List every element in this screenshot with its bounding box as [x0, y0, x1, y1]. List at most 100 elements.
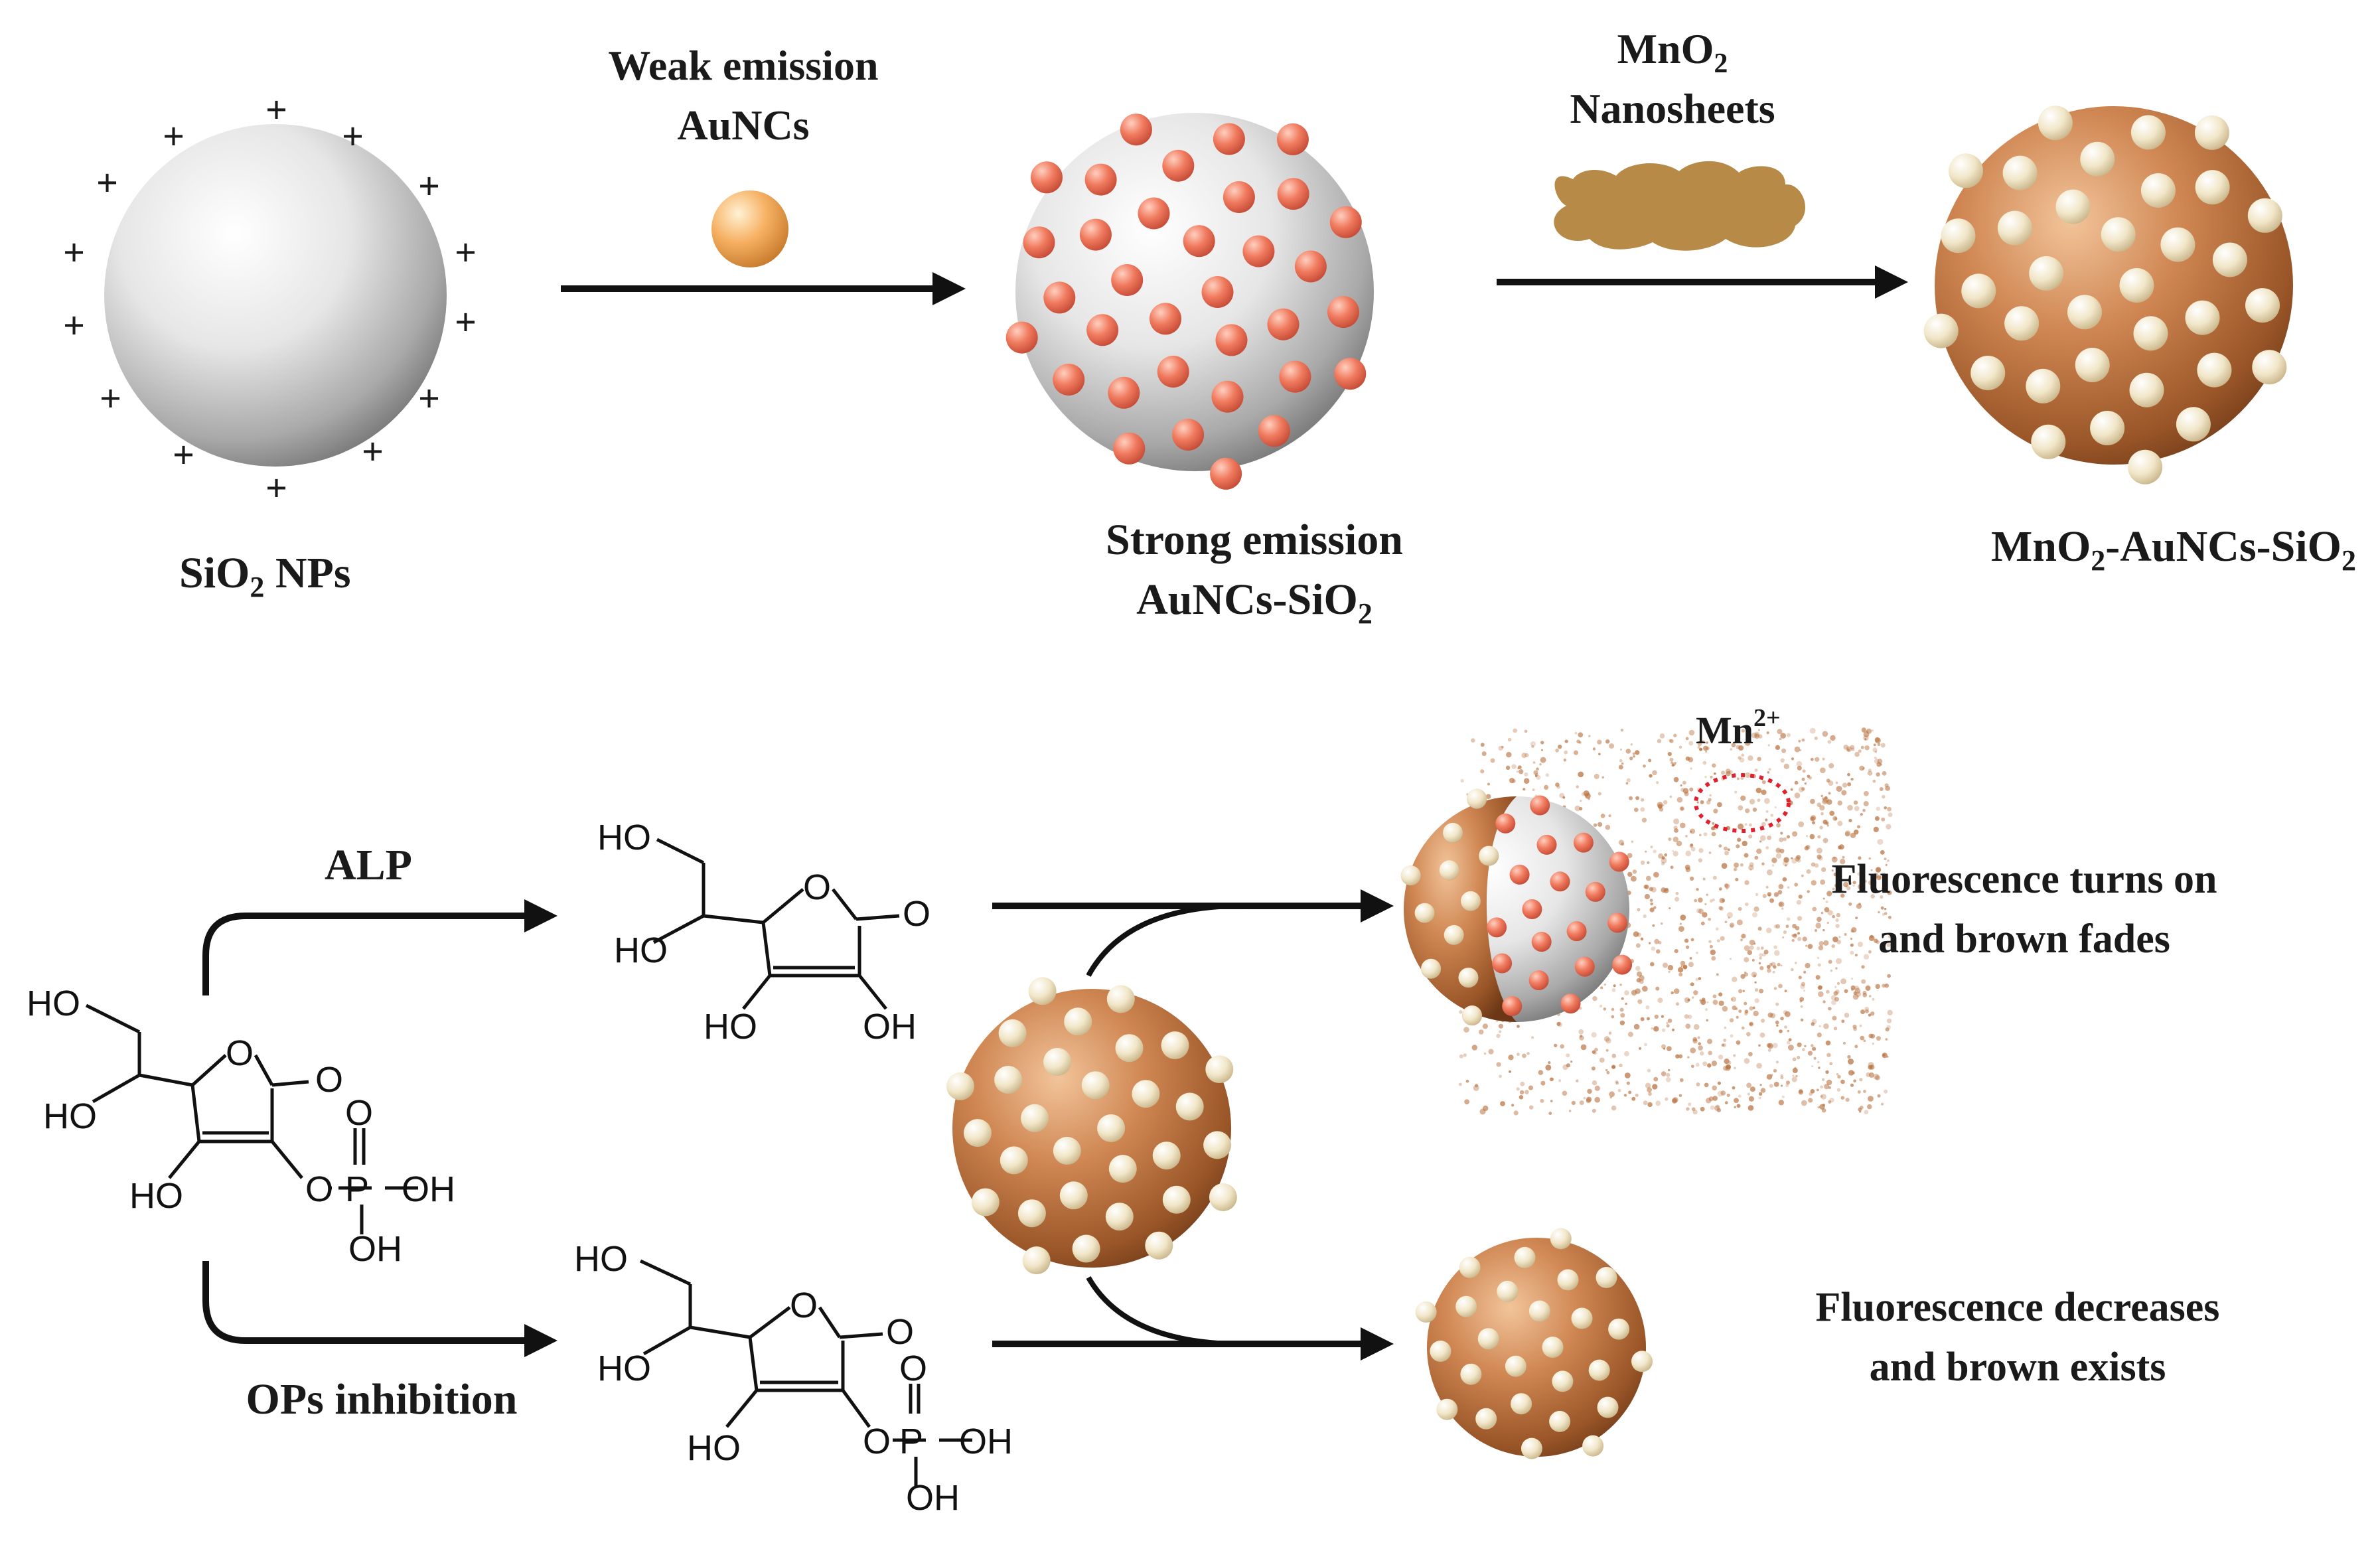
bead-dot — [2080, 141, 2115, 177]
aunc-dot — [1108, 376, 1140, 409]
mno2-fragment — [1881, 887, 1886, 891]
bead-dot — [1528, 1300, 1550, 1322]
mno2-fragment — [1516, 1087, 1520, 1091]
bead-dot — [1421, 958, 1442, 979]
mno2-fragment — [1767, 892, 1772, 897]
mno2-fragment — [1850, 1083, 1854, 1087]
mno2-fragment — [1696, 1082, 1700, 1086]
mno2-fragment — [1583, 790, 1590, 796]
mno2-fragment — [1661, 856, 1665, 860]
mno2-fragment — [1821, 911, 1824, 915]
mno2-fragment — [1796, 900, 1801, 905]
mno2-fragment — [1708, 851, 1712, 854]
mno2-fragment — [1626, 778, 1631, 782]
mno2-fragment — [1700, 1051, 1704, 1056]
mno2-fragment — [1794, 780, 1799, 785]
mno2-fragment — [1592, 1108, 1596, 1113]
mno2-fragment — [1846, 746, 1852, 753]
mno2-fragment — [1633, 1023, 1640, 1030]
mno2-fragment — [1834, 997, 1839, 1002]
mno2-fragment — [1792, 1074, 1795, 1077]
mno2-fragment — [1792, 924, 1797, 928]
mno2-fragment — [1822, 797, 1825, 800]
mno2-fragment — [1684, 1014, 1689, 1019]
mno2-fragment — [1558, 745, 1562, 749]
bead-dot — [1462, 1005, 1482, 1026]
mno2-fragment — [1765, 846, 1769, 849]
mno2-fragment — [1844, 989, 1848, 993]
aunc-dot — [1560, 993, 1581, 1014]
mno2-fragment — [1672, 849, 1674, 852]
mno2-fragment — [1653, 1026, 1659, 1032]
fluorescence-on-sphere — [1400, 788, 1633, 1026]
mno2-fragment — [1644, 884, 1649, 889]
mno2-fragment — [1777, 890, 1783, 895]
mno2-fragment — [1573, 750, 1579, 755]
mno2-fragment — [1507, 737, 1512, 742]
mno2-fragment — [1609, 1096, 1612, 1099]
bead-dot — [2195, 170, 2230, 205]
mno2-fragment — [1710, 1105, 1715, 1110]
bead-dot — [1400, 865, 1421, 886]
mno2-fragment — [1641, 986, 1648, 992]
mno2-fragment — [1728, 917, 1730, 919]
mno2-fragment — [1738, 745, 1744, 751]
mno2-fragment — [1754, 731, 1760, 737]
mno2-fragment — [1483, 1105, 1489, 1112]
mno2-fragment — [1780, 1084, 1783, 1087]
mno2-fragment — [1718, 887, 1722, 891]
mno2-fragment — [1774, 806, 1777, 808]
mno2-fragment — [1781, 1095, 1785, 1098]
mno2-fragment — [1689, 787, 1694, 792]
bead-dot — [2212, 242, 2247, 277]
mno2-fragment — [1673, 818, 1680, 825]
mno2-fragment — [1836, 865, 1838, 868]
mno2-fragment — [1544, 784, 1549, 790]
bead-dot — [1608, 1318, 1630, 1340]
mno2-fragment — [1742, 840, 1748, 847]
mno2-fragment — [1744, 1001, 1748, 1005]
mno2-fragment — [1674, 828, 1678, 833]
svg-text:AuNCs: AuNCs — [677, 102, 809, 149]
mno2-fragment — [1664, 853, 1668, 857]
mno2-fragment — [1623, 1094, 1627, 1097]
mno2-fragment — [1777, 962, 1781, 967]
mno2-fragment — [1838, 936, 1841, 938]
bead-dot — [2247, 198, 2282, 233]
mno2-fragment — [1666, 1046, 1672, 1051]
mno2-fragment — [1767, 744, 1770, 747]
mno2-fragment — [1671, 761, 1674, 765]
mno2-fragment — [1862, 767, 1865, 769]
mno2-fragment — [1832, 887, 1835, 891]
mno2-fragment — [1680, 915, 1686, 920]
mno2-fragment — [1591, 1032, 1597, 1038]
mno2-fragment — [1621, 762, 1624, 765]
mno2-fragment — [1882, 984, 1886, 988]
aunc-dot — [1550, 871, 1570, 892]
bead-dot — [1505, 1355, 1526, 1377]
mno2-fragment — [1556, 785, 1560, 789]
mno2-fragment — [1599, 1004, 1603, 1008]
mno2-fragment — [1797, 858, 1801, 863]
mno2-fragment — [1748, 755, 1753, 761]
bead-dot — [1064, 1007, 1092, 1036]
mno2-fragment — [1671, 991, 1674, 995]
mno2-fragment — [1744, 853, 1749, 858]
mno2-fragment — [1882, 794, 1886, 799]
mno2-fragment — [1868, 1096, 1874, 1102]
mno2-fragment — [1882, 872, 1886, 877]
mno2-fragment — [1758, 1092, 1763, 1096]
mno2-fragment — [1755, 893, 1759, 896]
mno2-fragment — [1874, 938, 1878, 943]
charge-mark: + — [418, 377, 440, 420]
mno2-fragment — [1848, 881, 1852, 885]
bead-dot — [1588, 1359, 1610, 1381]
mno2-fragment — [1487, 782, 1490, 786]
mno2-aunc-sio2-sphere — [1923, 106, 2293, 484]
mno2-fragment — [1775, 1020, 1779, 1025]
mno2-fragment — [1838, 845, 1842, 849]
aunc-dot — [1150, 303, 1181, 335]
mno2-fragment — [1840, 859, 1846, 865]
svg-text:O: O — [345, 1093, 373, 1133]
